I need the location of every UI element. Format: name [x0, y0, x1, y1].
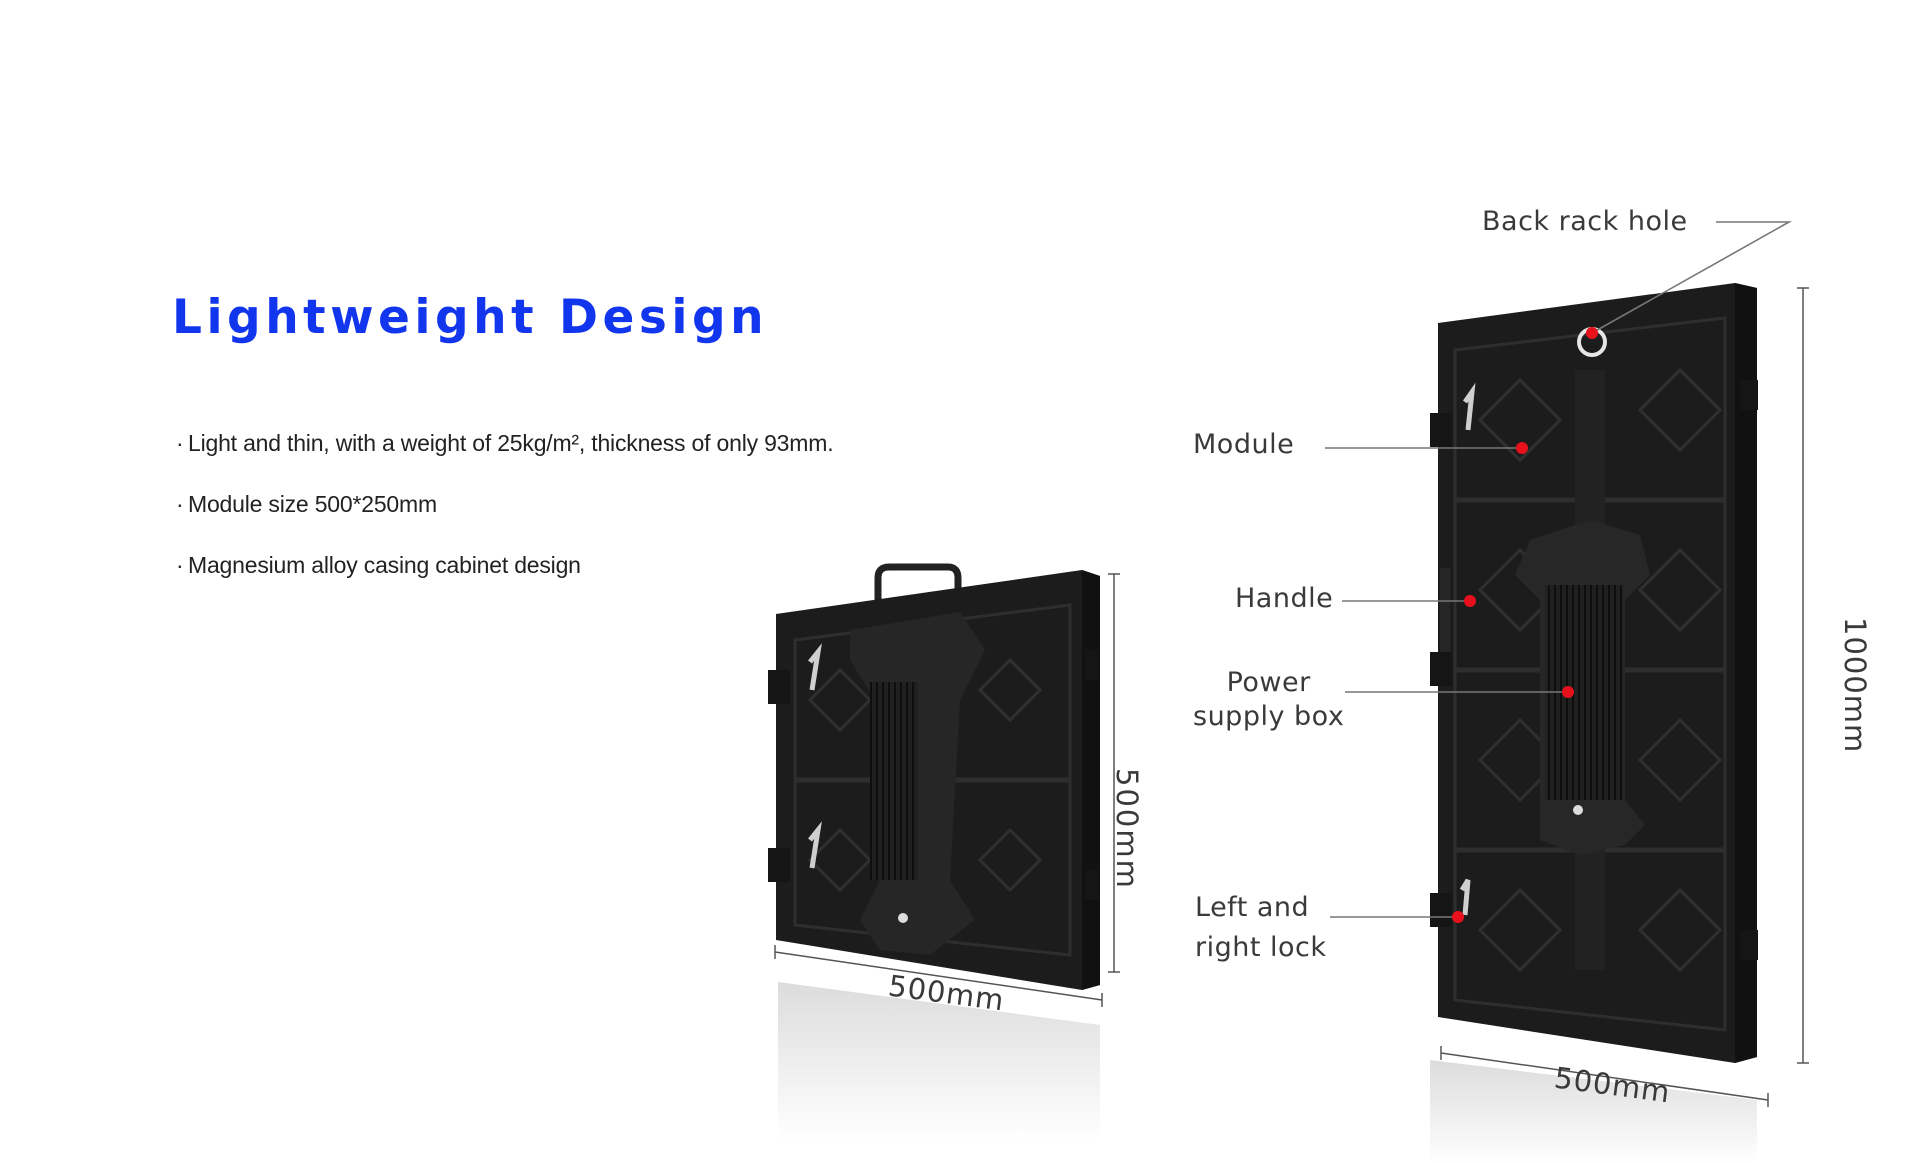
leader-back-rack-hole	[1591, 221, 1793, 334]
feature-list: ·Light and thin, with a weight of 25kg/m…	[176, 413, 834, 596]
marker-dot-icon	[1562, 686, 1574, 698]
small-cabinet-width-dimension	[774, 945, 1103, 1007]
callout-module: Module	[1193, 429, 1295, 460]
callout-markers	[1452, 327, 1598, 923]
callout-handle: Handle	[1235, 583, 1334, 614]
marker-dot-icon	[1516, 442, 1528, 454]
bullet-icon: ·	[176, 491, 184, 517]
small-cabinet-height-dimension	[1108, 573, 1120, 973]
feature-item: ·Magnesium alloy casing cabinet design	[176, 535, 833, 596]
small-cabinet-reflection	[778, 982, 1100, 1140]
callout-back-rack-hole: Back rack hole	[1482, 206, 1688, 237]
large-cabinet-width-dimension	[1440, 1046, 1769, 1107]
section-title: Lightweight Design	[172, 290, 769, 345]
small-cabinet-height-label: 500mm	[1110, 768, 1144, 890]
marker-dot-icon	[1586, 327, 1598, 339]
large-cabinet-reflection	[1430, 1060, 1757, 1163]
callout-leader-lines	[1325, 221, 1793, 918]
large-cabinet-image	[1430, 283, 1758, 1163]
small-cabinet-image	[768, 563, 1100, 1140]
feature-item: ·Light and thin, with a weight of 25kg/m…	[176, 413, 834, 474]
feature-item: ·Module size 500*250mm	[176, 474, 833, 535]
large-cabinet-height-dimension	[1797, 287, 1809, 1064]
marker-dot-icon	[1464, 595, 1476, 607]
callout-left-right-lock: Left and right lock	[1195, 892, 1327, 963]
callout-power-supply-box: Power supply box	[1193, 667, 1345, 732]
large-cabinet-height-label: 1000mm	[1838, 617, 1872, 754]
carry-handle-icon	[874, 563, 962, 616]
bullet-icon: ·	[176, 430, 184, 456]
marker-dot-icon	[1452, 911, 1464, 923]
bullet-icon: ·	[176, 552, 184, 578]
